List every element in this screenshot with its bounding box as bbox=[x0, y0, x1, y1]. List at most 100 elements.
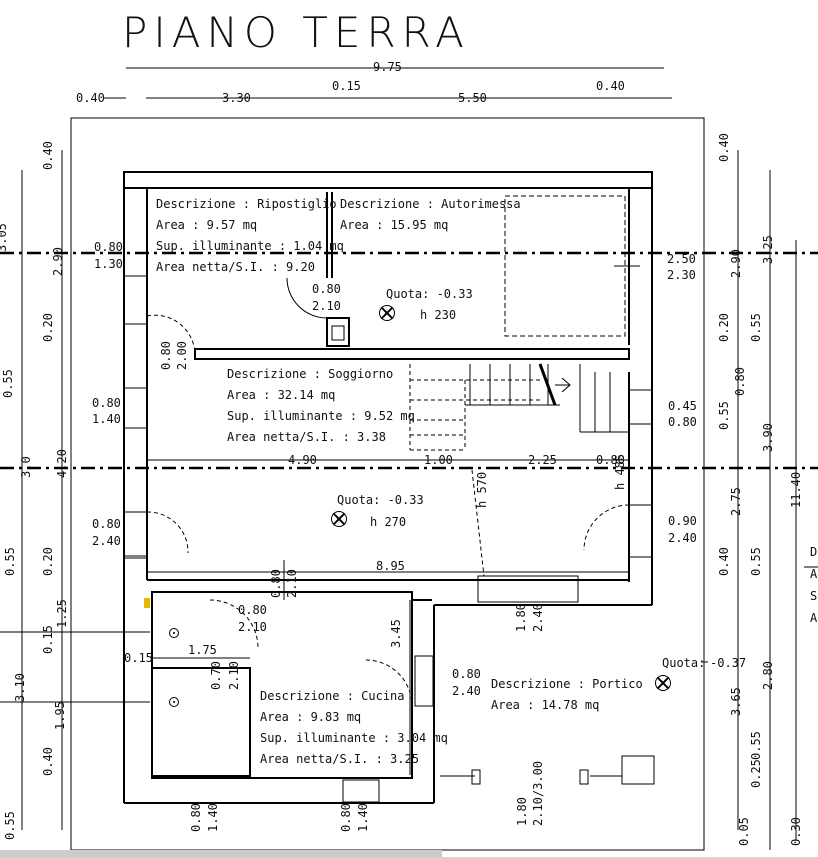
room-ripostiglio: Descrizione : Ripostiglio Area : 9.57 mq… bbox=[156, 194, 344, 278]
right-dim-15: 0.55 bbox=[749, 731, 763, 760]
dim-door-5-w: 0.80 bbox=[269, 569, 283, 598]
cucina-netta: Area netta/S.I. : 3.25 bbox=[260, 752, 419, 766]
right-dim-10: 11.40 bbox=[789, 471, 803, 508]
quota-soggiorno: Quota: -0.33 bbox=[337, 493, 424, 507]
height-soggiorno: h 270 bbox=[370, 515, 407, 529]
dim-door-1-h: 2.10 bbox=[312, 299, 341, 313]
dim-opening-w: 1.80 bbox=[515, 797, 529, 826]
room-soggiorno: Descrizione : Soggiorno Area : 32.14 mq … bbox=[227, 364, 415, 448]
soggiorno-netta: Area netta/S.I. : 3.38 bbox=[227, 430, 386, 444]
left-dim-14: 0.40 bbox=[41, 747, 55, 776]
left-dim-3: 2.90 bbox=[51, 247, 65, 276]
level-marker-icon bbox=[379, 305, 395, 321]
drain-point-icon bbox=[169, 697, 179, 707]
dim-left-margin: 0.40 bbox=[76, 91, 105, 105]
cucina-sup: Sup. illuminante : 3.04 mq bbox=[260, 731, 448, 745]
dim-window-3-h: 0.80 bbox=[668, 415, 697, 429]
left-dim-8: 0.55 bbox=[3, 547, 17, 576]
left-dim-2: 3.05 bbox=[0, 223, 9, 252]
portico-descr: Descrizione : Portico bbox=[491, 677, 643, 691]
dim-window-6-w: 0.80 bbox=[339, 803, 353, 832]
left-dim-9: 0.20 bbox=[41, 547, 55, 576]
level-marker-icon bbox=[655, 675, 671, 691]
edge-letter: D bbox=[810, 545, 818, 559]
left-dim-12: 3.10 bbox=[13, 673, 27, 702]
right-dim-18: 0.30 bbox=[789, 817, 803, 846]
right-dim-7: 0.55 bbox=[717, 401, 731, 430]
soggiorno-sup: Sup. illuminante : 9.52 mq bbox=[227, 409, 415, 423]
dim-window-3-w: 0.45 bbox=[668, 399, 697, 413]
dim-070: 0.70 bbox=[209, 661, 223, 690]
dim-210: 2.10 bbox=[227, 661, 241, 690]
right-dim-16: 0.25 bbox=[749, 759, 763, 788]
dim-window-4-w: 1.80 bbox=[514, 603, 528, 632]
dim-door-4-h: 2.40 bbox=[668, 531, 697, 545]
dim-window-2-h: 1.40 bbox=[92, 412, 121, 426]
dim-345: 3.45 bbox=[389, 619, 403, 648]
dim-right-span: 5.50 bbox=[458, 91, 487, 105]
right-dim-3: 2.90 bbox=[729, 249, 743, 278]
dim-door-7-h: 2.40 bbox=[452, 684, 481, 698]
dim-175: 1.75 bbox=[188, 643, 217, 657]
soggiorno-area: Area : 32.14 mq bbox=[227, 388, 336, 402]
portico-area: Area : 14.78 mq bbox=[491, 698, 600, 712]
room-portico: Descrizione : Portico Area : 14.78 mq bbox=[491, 674, 643, 716]
edge-letter: A bbox=[810, 567, 818, 581]
dim-100: 1.00 bbox=[424, 453, 453, 467]
dim-080: 0.80 bbox=[596, 453, 625, 467]
edge-letter: A bbox=[810, 611, 818, 625]
left-dim-1: 0.40 bbox=[41, 141, 55, 170]
right-dim-8: 3.90 bbox=[761, 423, 775, 452]
dim-door-5-h: 2.10 bbox=[285, 569, 299, 598]
dim-door-6-w: 0.80 bbox=[238, 603, 267, 617]
left-dim-5: 0.55 bbox=[1, 369, 15, 398]
dim-door-7-w: 0.80 bbox=[452, 667, 481, 681]
dim-225: 2.25 bbox=[528, 453, 557, 467]
right-dim-6: 0.80 bbox=[733, 367, 747, 396]
dim-opening-h: 2.10/3.00 bbox=[531, 760, 545, 826]
dim-window-1-w: 0.80 bbox=[94, 240, 123, 254]
right-dim-2: 3.25 bbox=[761, 235, 775, 264]
dim-015: 0.15 bbox=[124, 651, 153, 665]
right-dim-11: 0.40 bbox=[717, 547, 731, 576]
dim-door-2-h: 2.00 bbox=[175, 341, 189, 370]
dim-door-4-w: 0.90 bbox=[668, 514, 697, 528]
dim-wall: 0.15 bbox=[332, 79, 361, 93]
dim-left-span: 3.30 bbox=[222, 91, 251, 105]
dim-garage-w: 2.50 bbox=[667, 252, 696, 266]
dim-door-3-w: 0.80 bbox=[92, 517, 121, 531]
edge-letter: S bbox=[810, 589, 818, 603]
left-dim-4: 0.20 bbox=[41, 313, 55, 342]
dim-window-5-h: 1.40 bbox=[206, 803, 220, 832]
ripostiglio-sup: Sup. illuminante : 1.04 mq bbox=[156, 239, 344, 253]
dim-total-width: 9.75 bbox=[373, 60, 402, 74]
left-dim-6: 3.0 bbox=[19, 456, 33, 478]
dim-window-1-h: 1.30 bbox=[94, 257, 123, 271]
page-title: PIANO TERRA bbox=[122, 8, 470, 57]
autorimessa-area: Area : 15.95 mq bbox=[340, 218, 449, 232]
dim-right-margin: 0.40 bbox=[596, 79, 625, 93]
right-dim-14: 2.80 bbox=[761, 661, 775, 690]
level-marker-icon bbox=[331, 511, 347, 527]
dim-door-6-h: 2.10 bbox=[238, 620, 267, 634]
soggiorno-descr: Descrizione : Soggiorno bbox=[227, 367, 394, 381]
left-dim-13: 1.95 bbox=[53, 701, 67, 730]
dim-window-2-w: 0.80 bbox=[92, 396, 121, 410]
dim-door-1-w: 0.80 bbox=[312, 282, 341, 296]
quota-portico: Quota: bbox=[662, 656, 706, 670]
dim-window-4-h: 2.40 bbox=[531, 603, 545, 632]
left-dim-15: 0.55 bbox=[3, 811, 17, 840]
right-dim-13: 3.65 bbox=[729, 687, 743, 716]
right-dim-12: 0.55 bbox=[749, 547, 763, 576]
room-cucina: Descrizione : Cucina Area : 9.83 mq Sup.… bbox=[260, 686, 448, 770]
room-autorimessa: Descrizione : Autorimessa Area : 15.95 m… bbox=[340, 194, 521, 236]
dim-490: 4.90 bbox=[288, 453, 317, 467]
height-autorimessa: h 230 bbox=[420, 308, 457, 322]
left-dim-7: 4.20 bbox=[55, 449, 69, 478]
cucina-area: Area : 9.83 mq bbox=[260, 710, 362, 724]
ripostiglio-area: Area : 9.57 mq bbox=[156, 218, 258, 232]
dim-window-5-w: 0.80 bbox=[189, 803, 203, 832]
ripostiglio-netta: Area netta/S.I. : 9.20 bbox=[156, 260, 315, 274]
